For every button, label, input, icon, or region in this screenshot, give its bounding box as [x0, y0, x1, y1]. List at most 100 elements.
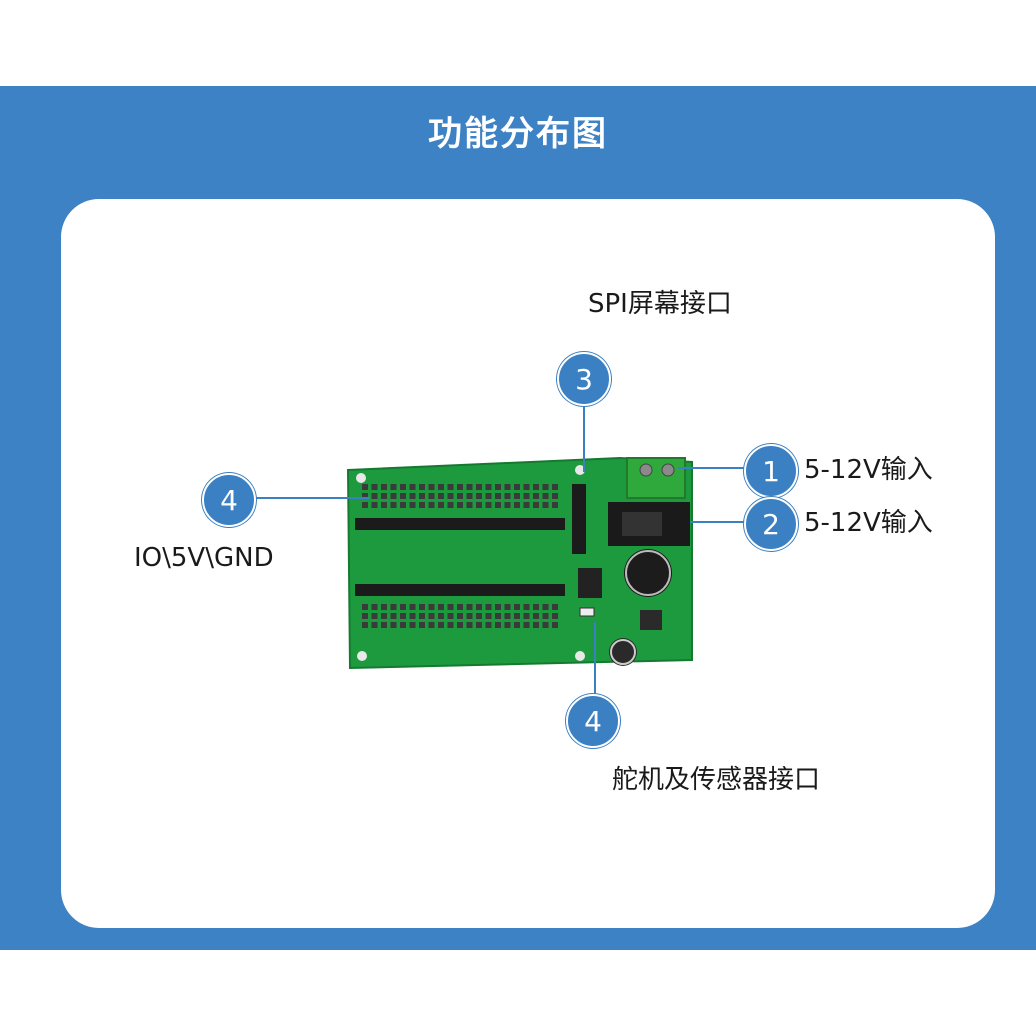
pin: [390, 604, 397, 610]
pin: [447, 493, 454, 499]
badge-4-bottom: 4: [566, 694, 620, 748]
spi-header: [572, 484, 586, 554]
power-input-label-1: 5-12V输入: [804, 455, 933, 485]
bottom-pin-headers: [362, 604, 558, 628]
pin: [438, 484, 444, 490]
pin: [485, 604, 492, 610]
pin: [552, 493, 558, 499]
pin: [495, 502, 501, 508]
pin: [371, 502, 378, 508]
pin: [514, 622, 520, 628]
pin: [419, 613, 425, 619]
pin: [362, 502, 368, 508]
pin: [457, 502, 463, 508]
pin: [533, 502, 539, 508]
pin: [523, 502, 530, 508]
pin: [400, 484, 406, 490]
pin: [409, 613, 416, 619]
pin: [390, 484, 397, 490]
pin: [371, 622, 378, 628]
pin: [533, 613, 539, 619]
capacitor-small: [609, 638, 637, 666]
pin: [504, 613, 511, 619]
pin: [371, 493, 378, 499]
pin: [542, 502, 549, 508]
pin: [533, 484, 539, 490]
pin: [542, 604, 549, 610]
pin: [476, 493, 482, 499]
pin: [504, 502, 511, 508]
pin: [419, 604, 425, 610]
pin: [542, 493, 549, 499]
pin: [485, 484, 492, 490]
pin: [514, 502, 520, 508]
pin: [466, 622, 473, 628]
pin: [495, 613, 501, 619]
pin: [362, 493, 368, 499]
pin: [495, 484, 501, 490]
spi-screen-label: SPI屏幕接口: [588, 289, 732, 319]
pin: [428, 502, 435, 508]
pin: [371, 604, 378, 610]
pin: [447, 613, 454, 619]
pin: [514, 484, 520, 490]
pin: [400, 502, 406, 508]
pin: [552, 502, 558, 508]
pin: [533, 622, 539, 628]
pcb-board: [346, 456, 693, 670]
pin: [485, 493, 492, 499]
pin: [542, 622, 549, 628]
pin: [466, 604, 473, 610]
pin: [457, 622, 463, 628]
pin: [381, 493, 387, 499]
pin: [457, 493, 463, 499]
mounting-hole: [575, 465, 585, 475]
pin: [495, 493, 501, 499]
pin: [371, 613, 378, 619]
pin: [523, 493, 530, 499]
pin: [409, 484, 416, 490]
pin: [514, 493, 520, 499]
pin: [476, 622, 482, 628]
pin: [381, 502, 387, 508]
bottom-female-header: [355, 584, 565, 596]
pin: [552, 613, 558, 619]
mounting-hole: [575, 651, 585, 661]
pin: [495, 604, 501, 610]
voltage-regulator: [640, 610, 662, 630]
pin: [447, 622, 454, 628]
smd-component: [579, 607, 595, 617]
io-power-label: IO\5V\GND: [134, 543, 274, 573]
screw-terminal: [626, 457, 686, 499]
pin: [419, 484, 425, 490]
pin: [381, 604, 387, 610]
pin: [447, 502, 454, 508]
pin: [504, 622, 511, 628]
aux-header: [578, 568, 602, 598]
pin: [362, 604, 368, 610]
pin: [428, 613, 435, 619]
badge-4-left: 4: [202, 473, 256, 527]
mounting-hole: [356, 473, 366, 483]
pin: [485, 622, 492, 628]
pin: [362, 613, 368, 619]
pin: [419, 502, 425, 508]
pin: [533, 493, 539, 499]
pin: [504, 604, 511, 610]
pin: [523, 484, 530, 490]
page-title: 功能分布图: [428, 114, 608, 154]
pin: [447, 484, 454, 490]
badge-3: 3: [557, 352, 611, 406]
pin: [504, 484, 511, 490]
pin: [381, 622, 387, 628]
pin: [466, 493, 473, 499]
pin: [485, 502, 492, 508]
pin: [457, 484, 463, 490]
pin: [533, 604, 539, 610]
pin: [390, 613, 397, 619]
pin: [542, 484, 549, 490]
pin: [523, 604, 530, 610]
pin: [438, 493, 444, 499]
pin: [476, 613, 482, 619]
pin: [419, 622, 425, 628]
